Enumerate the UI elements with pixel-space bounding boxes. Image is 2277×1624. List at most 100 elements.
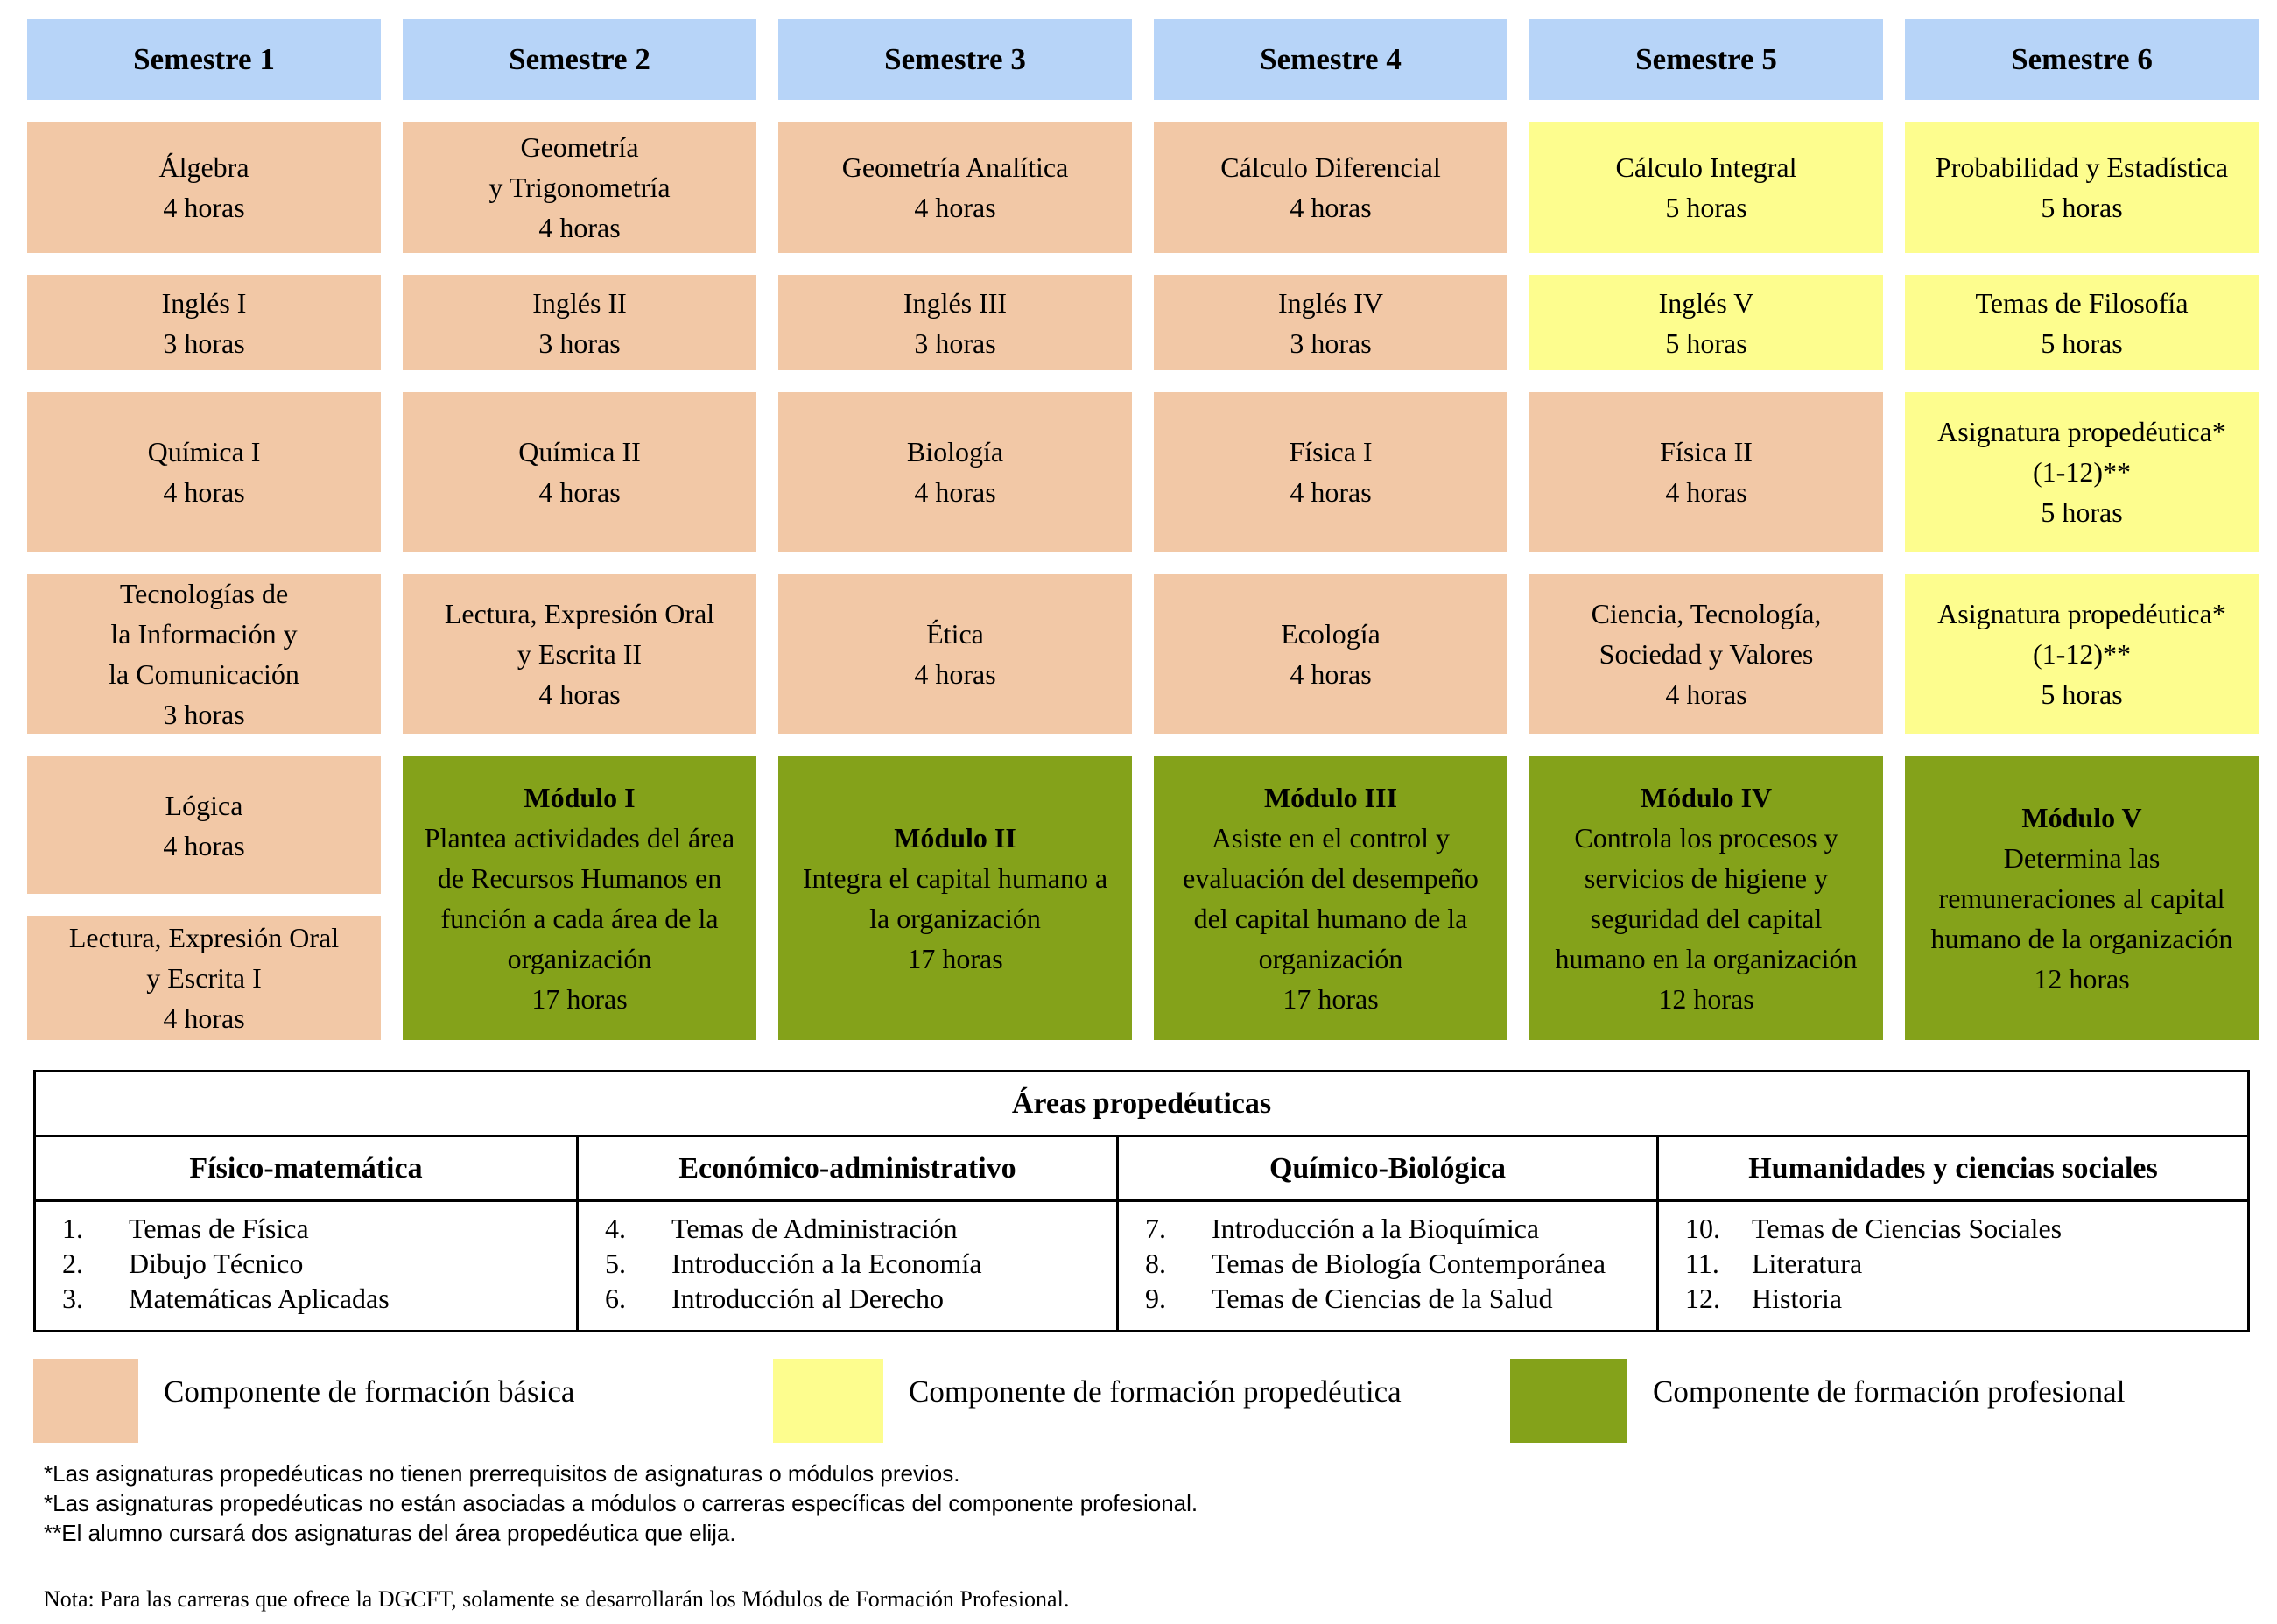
footnote: **El alumno cursará dos asignaturas del …	[44, 1520, 736, 1546]
item-number: 5.	[605, 1248, 626, 1279]
note: Nota: Para las carreras que ofrece la DG…	[44, 1586, 1070, 1612]
course-cell: Química II 4 horas	[403, 392, 756, 552]
module-desc-line: de Recursos Humanos en	[437, 862, 722, 894]
item-number: 8.	[1145, 1248, 1166, 1279]
list-item: 2.Dibujo Técnico	[62, 1246, 576, 1281]
item-number: 11.	[1685, 1248, 1719, 1279]
course-cell: Inglés I 3 horas	[27, 275, 381, 370]
course-name: Cálculo Integral	[1615, 151, 1797, 183]
list-item: 10.Temas de Ciencias Sociales	[1685, 1211, 2247, 1246]
module-desc-line: remuneraciones al capital	[1938, 882, 2225, 914]
list-item: 3.Matemáticas Aplicadas	[62, 1281, 576, 1316]
legend-swatch-propedeutic	[773, 1359, 883, 1443]
module-title: Módulo II	[894, 822, 1016, 854]
item-label: Temas de Administración	[671, 1213, 958, 1244]
course-cell: Inglés V 5 horas	[1529, 275, 1883, 370]
course-name: Geometría Analítica	[841, 151, 1069, 183]
semester-6-header: Semestre 6	[1905, 19, 2259, 100]
module-desc-line: servicios de higiene y	[1584, 862, 1829, 894]
list-item: 8. Temas de Biología Contemporánea	[1145, 1246, 1656, 1281]
course-name: Inglés I	[161, 286, 247, 319]
course-cell: Probabilidad y Estadística 5 horas	[1905, 122, 2259, 253]
course-name-line: Ciencia, Tecnología,	[1591, 598, 1822, 629]
module-cell: Módulo II Integra el capital humano a la…	[778, 756, 1132, 1040]
course-cell: Física I 4 horas	[1154, 392, 1507, 552]
legend-label-propedeutic: Componente de formación propedéutica	[909, 1374, 1402, 1409]
module-cell: Módulo I Plantea actividades del área de…	[403, 756, 756, 1040]
module-hours: 17 horas	[907, 943, 1003, 974]
item-number: 3.	[62, 1283, 83, 1314]
course-hours: 4 horas	[538, 678, 621, 710]
semester-3-header: Semestre 3	[778, 19, 1132, 100]
footnote: *Las asignaturas propedéuticas no tienen…	[44, 1460, 960, 1487]
course-cell: Lógica 4 horas	[27, 756, 381, 894]
course-hours: 3 horas	[163, 699, 245, 730]
course-hours: 4 horas	[914, 658, 996, 690]
course-name-line: Asignatura propedéutica*	[1937, 598, 2226, 629]
course-name-line: la Comunicación	[109, 658, 299, 690]
course-hours: 4 horas	[914, 476, 996, 508]
module-hours: 17 horas	[531, 983, 628, 1015]
module-hours: 12 horas	[2034, 963, 2130, 995]
course-name-line: Tecnologías de	[119, 578, 289, 609]
course-name: Biología	[906, 436, 1004, 468]
course-name-line: (1-12)**	[2033, 638, 2131, 670]
course-name-line: (1-12)**	[2033, 456, 2131, 488]
module-hours: 12 horas	[1658, 983, 1754, 1015]
course-hours: 5 horas	[2041, 192, 2123, 223]
module-title: Módulo I	[524, 782, 636, 813]
course-name: Inglés V	[1658, 286, 1754, 319]
list-item: 9.Temas de Ciencias de la Salud	[1145, 1281, 1656, 1316]
course-hours: 4 horas	[538, 476, 621, 508]
course-hours: 5 horas	[2041, 678, 2123, 710]
semester-4-header: Semestre 4	[1154, 19, 1507, 100]
course-hours: 5 horas	[2041, 327, 2123, 359]
areas-table: Áreas propedéuticas Físico-matemática 1.…	[33, 1070, 2250, 1332]
module-cell: Módulo III Asiste en el control y evalua…	[1154, 756, 1507, 1040]
course-cell: Inglés II 3 horas	[403, 275, 756, 370]
course-name-line: Sociedad y Valores	[1599, 638, 1814, 670]
course-name: Ecología	[1281, 618, 1381, 650]
course-cell: Inglés III 3 horas	[778, 275, 1132, 370]
course-cell: Lectura, Expresión Oral y Escrita I 4 ho…	[27, 916, 381, 1040]
course-hours: 4 horas	[1665, 678, 1747, 710]
list-item: 11.Literatura	[1685, 1246, 2247, 1281]
course-hours: 5 horas	[1665, 192, 1747, 223]
module-desc-line: humano de la organización	[1930, 923, 2233, 954]
course-name: Temas de Filosofía	[1975, 286, 2189, 319]
module-desc-line: del capital humano de la	[1193, 903, 1468, 934]
course-hours: 5 horas	[1665, 327, 1747, 359]
area-items: 10.Temas de Ciencias Sociales 11.Literat…	[1659, 1202, 2247, 1316]
module-desc-line: organización	[507, 943, 652, 974]
list-item: 6.Introducción al Derecho	[605, 1281, 1116, 1316]
course-name-line: y Escrita I	[146, 962, 262, 994]
course-cell: Geometría y Trigonometría 4 horas	[403, 122, 756, 253]
module-cell: Módulo IV Controla los procesos y servic…	[1529, 756, 1883, 1040]
course-name: Inglés III	[903, 286, 1008, 319]
item-label: Temas de Biología Contemporánea	[1212, 1248, 1606, 1279]
module-desc-line: seguridad del capital	[1590, 903, 1823, 934]
module-desc-line: organización	[1258, 943, 1403, 974]
area-items: 4.Temas de Administración 5.Introducción…	[579, 1202, 1116, 1316]
course-hours: 5 horas	[2041, 496, 2123, 528]
list-item: 1.Temas de Física	[62, 1211, 576, 1246]
course-cell: Biología 4 horas	[778, 392, 1132, 552]
course-cell: Lectura, Expresión Oral y Escrita II 4 h…	[403, 574, 756, 734]
course-hours: 4 horas	[163, 1002, 245, 1034]
area-items: 1.Temas de Física 2.Dibujo Técnico 3.Mat…	[36, 1202, 576, 1316]
list-item: 12.Historia	[1685, 1281, 2247, 1316]
module-hours: 17 horas	[1283, 983, 1379, 1015]
item-label: Temas de Ciencias de la Salud	[1212, 1283, 1553, 1314]
item-label: Historia	[1752, 1283, 1843, 1314]
course-cell: Tecnologías de la Información y la Comun…	[27, 574, 381, 734]
module-title: Módulo V	[2021, 802, 2142, 833]
area-column: Químico-Biológica 7.Introducción a la Bi…	[1116, 1137, 1656, 1330]
course-cell: Asignatura propedéutica* (1-12)** 5 hora…	[1905, 574, 2259, 734]
course-hours: 4 horas	[163, 829, 245, 861]
legend-swatch-basic	[33, 1359, 138, 1443]
item-number: 6.	[605, 1283, 626, 1314]
course-cell: Geometría Analítica 4 horas	[778, 122, 1132, 253]
course-cell: Álgebra 4 horas	[27, 122, 381, 253]
module-desc-line: Controla los procesos y	[1574, 822, 1838, 854]
item-number: 4.	[605, 1213, 626, 1244]
